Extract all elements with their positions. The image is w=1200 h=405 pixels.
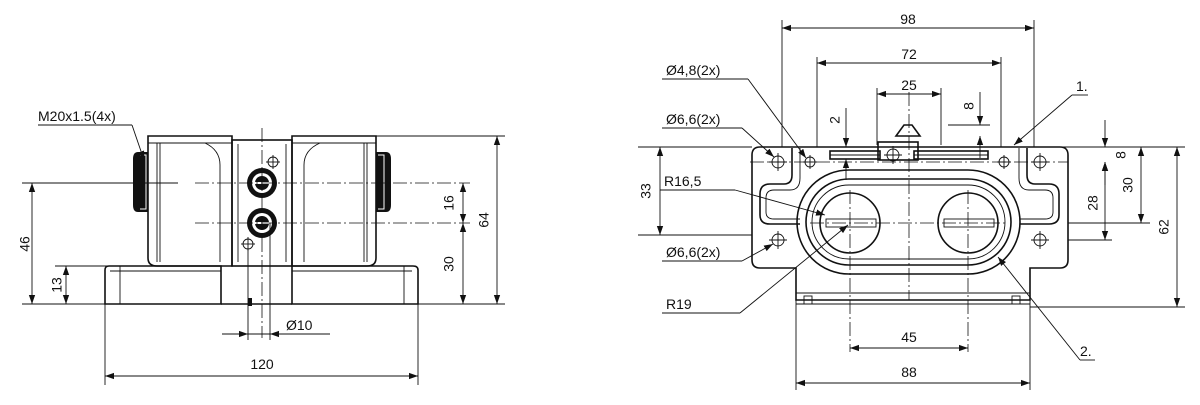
dim-front-62: 62: [1156, 219, 1172, 235]
dim-front-88: 88: [901, 364, 917, 380]
housing-left: [147, 135, 233, 267]
dim-front-hole-bottom: Ø6,6(2x): [666, 244, 720, 260]
dim-side-16: 16: [441, 195, 457, 211]
dim-front-45: 45: [901, 329, 917, 345]
dim-front-8-right: 8: [1113, 151, 1129, 159]
dim-front-hole-top: Ø6,6(2x): [666, 111, 720, 127]
center-screw: [884, 146, 902, 164]
dim-front-mount-dia: Ø4,8(2x): [666, 62, 720, 78]
dim-side-120: 120: [250, 356, 274, 372]
base-plate: [104, 265, 222, 305]
mount-hole-bl: [769, 231, 787, 249]
stadium-inner: [805, 178, 1012, 266]
dim-side-64: 64: [476, 212, 492, 228]
dim-front-8-top: 8: [961, 102, 977, 110]
front-view: 98 72 25 2 8 33 8 28 30 62 45 88: [638, 11, 1185, 390]
dim-side-30: 30: [441, 256, 457, 272]
side-view: 46 13 16 30 64 120 Ø10 M20x1.5(4x): [17, 108, 505, 385]
cable-gland-left: [133, 152, 148, 212]
dim-side-bore: Ø10: [286, 317, 313, 333]
dim-front-r165: R16,5: [664, 173, 702, 189]
dim-front-28: 28: [1085, 195, 1101, 211]
dim-side-46: 46: [17, 236, 33, 252]
dim-side-13: 13: [49, 277, 65, 293]
dim-front-r19: R19: [666, 296, 692, 312]
dim-front-98: 98: [900, 11, 916, 27]
dim-front-30: 30: [1120, 177, 1136, 193]
dim-front-25: 25: [901, 77, 917, 93]
dim-front-2: 2: [827, 116, 843, 124]
dim-front-72: 72: [901, 46, 917, 62]
mount-hole-br: [1031, 231, 1049, 249]
callout-2: 2.: [1080, 343, 1092, 359]
housing-right: [291, 135, 377, 267]
stadium-outer: [796, 169, 1021, 275]
callout-1: 1.: [1076, 78, 1088, 94]
thread-callout: M20x1.5(4x): [38, 108, 116, 124]
dim-front-33: 33: [638, 183, 654, 199]
